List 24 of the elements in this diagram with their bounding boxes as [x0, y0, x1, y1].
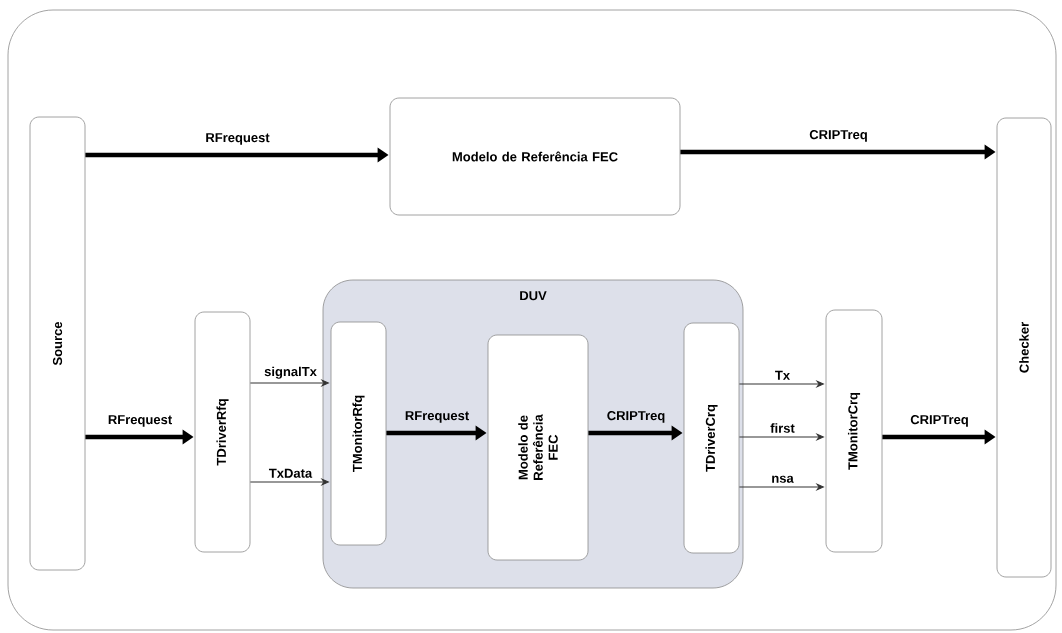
edge-label: CRIPTreq: [607, 411, 665, 423]
driver-box: TDriverCrq: [683, 322, 740, 554]
arrow: [249, 379, 329, 387]
edge-label: CRIPTreq: [809, 130, 867, 142]
arrow: [738, 483, 824, 491]
checker-box: Checker: [996, 117, 1052, 578]
monitor-box: TMonitorRfq: [330, 321, 387, 546]
edge-label: RFrequest: [108, 415, 172, 427]
driver-box: TDriverRfq: [194, 311, 251, 553]
edge-label: RFrequest: [405, 411, 469, 423]
monitor-box: TMonitorCrq: [825, 309, 883, 553]
edge-label: Tx: [775, 370, 790, 380]
edge-label: TxData: [268, 468, 313, 478]
edge-label: first: [770, 423, 795, 433]
edge-label: signalTx: [264, 366, 317, 379]
reference-model-box: Modelo de Referência FEC: [389, 97, 681, 216]
arrow: [249, 478, 329, 486]
edge-label: nsa: [772, 475, 794, 483]
arrow: [738, 433, 824, 441]
source-box: Source: [29, 116, 86, 571]
reference-model-box: Modelo de Referência FEC: [487, 334, 589, 561]
arrow: [738, 380, 824, 388]
edge-label: CRIPTreq: [910, 415, 968, 427]
edge-label: RFrequest: [206, 133, 270, 145]
